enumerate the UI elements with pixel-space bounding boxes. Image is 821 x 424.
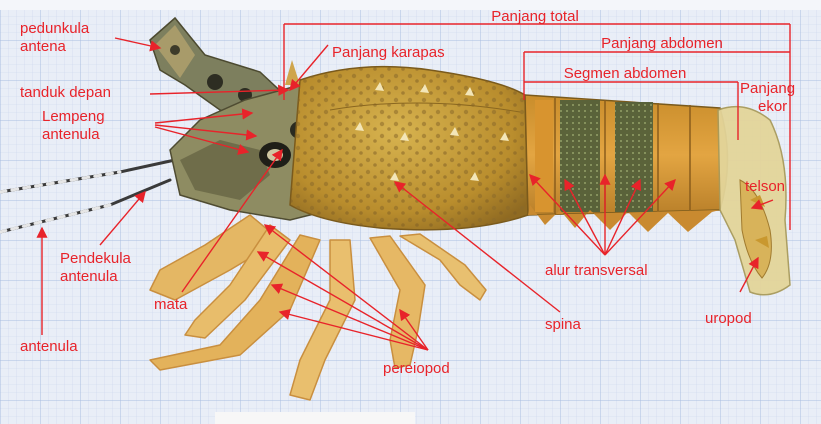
label-antenula: antenula [20,338,78,355]
label-alur-transversal: alur transversal [545,262,648,279]
label-panjang-abdomen: Panjang abdomen [601,35,723,52]
label-uropod: uropod [705,310,752,327]
label-telson: telson [745,178,785,195]
label-mata: mata [154,296,187,313]
label-panjang-ekor-2: ekor [758,98,787,115]
label-panjang-ekor-1: Panjang [740,80,795,97]
label-pendekula-antenula-1: Pendekula [60,250,131,267]
label-lempeng-antenula-1: Lempeng [42,108,105,125]
label-tanduk-depan: tanduk depan [20,84,111,101]
label-pereiopod: pereiopod [383,360,450,377]
label-segmen-abdomen: Segmen abdomen [564,65,687,82]
label-lempeng-antenula-2: antenula [42,126,100,143]
label-pendekula-antenula-2: antenula [60,268,118,285]
label-pedunkula-antena-1: pedunkula [20,20,89,37]
label-pedunkula-antena-2: antena [20,38,66,55]
label-spina: spina [545,316,581,333]
label-panjang-total: Panjang total [491,8,579,25]
label-panjang-karapas: Panjang karapas [332,44,445,61]
